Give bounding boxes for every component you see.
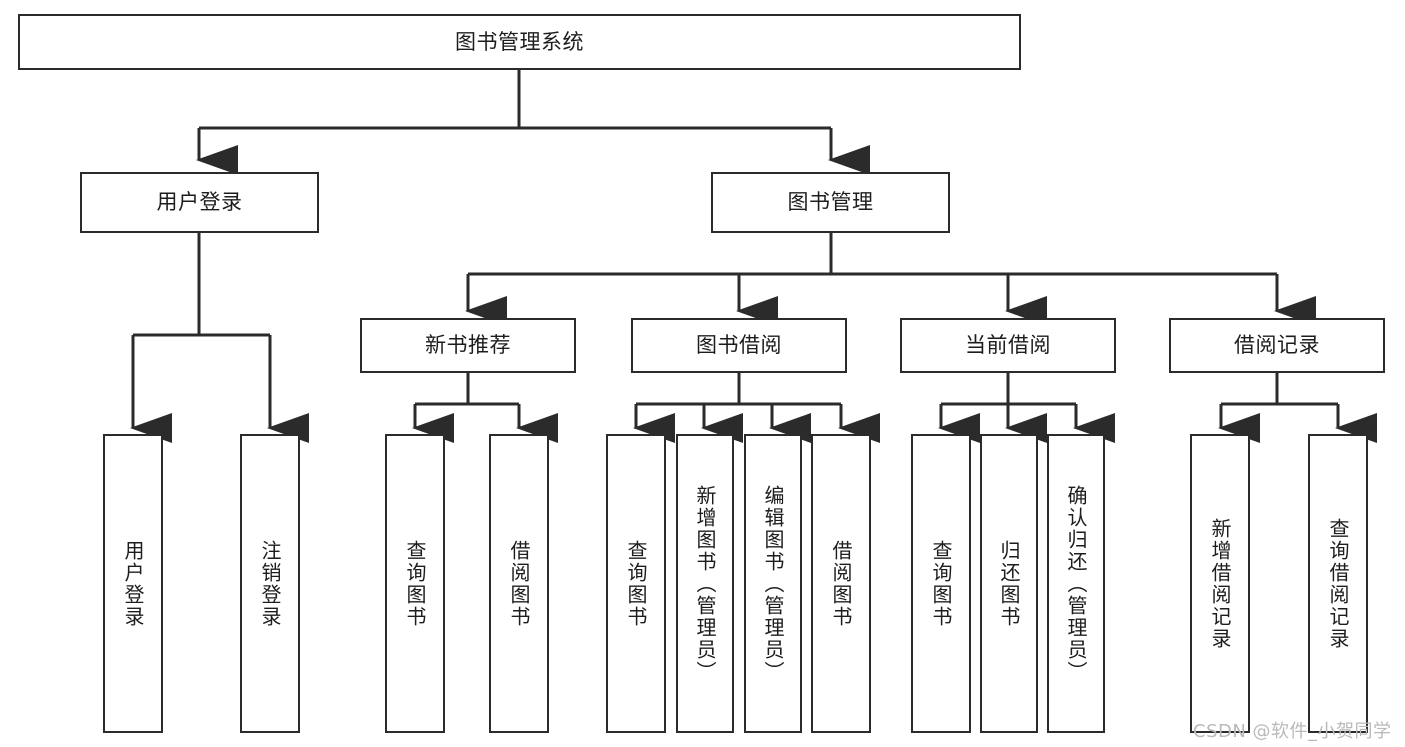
leaf-query-book-borrow[interactable]: 查询图书 bbox=[606, 434, 666, 733]
leaf-confirm-return-admin-label: 确认归还（管理员） bbox=[1064, 484, 1088, 683]
node-borrow-record[interactable]: 借阅记录 bbox=[1169, 318, 1385, 373]
leaf-logout[interactable]: 注销登录 bbox=[240, 434, 300, 733]
leaf-borrow-book-recommend-label: 借阅图书 bbox=[507, 539, 531, 628]
leaf-query-book-recommend[interactable]: 查询图书 bbox=[385, 434, 445, 733]
leaf-logout-label: 注销登录 bbox=[258, 539, 282, 628]
node-current-borrow[interactable]: 当前借阅 bbox=[900, 318, 1116, 373]
leaf-query-book-current[interactable]: 查询图书 bbox=[911, 434, 971, 733]
node-user-login[interactable]: 用户登录 bbox=[80, 172, 319, 233]
leaf-edit-book-admin[interactable]: 编辑图书（管理员） bbox=[744, 434, 802, 733]
leaf-borrow-book-label: 借阅图书 bbox=[829, 539, 853, 628]
leaf-user-login[interactable]: 用户登录 bbox=[103, 434, 163, 733]
node-book-borrow[interactable]: 图书借阅 bbox=[631, 318, 847, 373]
node-new-book-recommend[interactable]: 新书推荐 bbox=[360, 318, 576, 373]
leaf-query-book-recommend-label: 查询图书 bbox=[403, 539, 427, 628]
leaf-edit-book-admin-label: 编辑图书（管理员） bbox=[761, 484, 785, 683]
leaf-confirm-return-admin[interactable]: 确认归还（管理员） bbox=[1047, 434, 1105, 733]
csdn-watermark: CSDN @软件_小贺同学 bbox=[1193, 721, 1392, 742]
leaf-user-login-label: 用户登录 bbox=[121, 539, 145, 628]
node-root[interactable]: 图书管理系统 bbox=[18, 14, 1021, 70]
node-current-borrow-label: 当前借阅 bbox=[965, 333, 1051, 358]
leaf-add-borrow-record-label: 新增借阅记录 bbox=[1208, 517, 1232, 650]
leaf-return-book-label: 归还图书 bbox=[997, 539, 1021, 628]
node-new-book-recommend-label: 新书推荐 bbox=[425, 333, 511, 358]
leaf-query-borrow-record[interactable]: 查询借阅记录 bbox=[1308, 434, 1368, 733]
leaf-query-book-borrow-label: 查询图书 bbox=[624, 539, 648, 628]
node-book-management[interactable]: 图书管理 bbox=[711, 172, 950, 233]
leaf-add-book-admin[interactable]: 新增图书（管理员） bbox=[676, 434, 734, 733]
node-borrow-record-label: 借阅记录 bbox=[1234, 333, 1320, 358]
node-root-label: 图书管理系统 bbox=[455, 29, 584, 54]
leaf-borrow-book-recommend[interactable]: 借阅图书 bbox=[489, 434, 549, 733]
leaf-query-borrow-record-label: 查询借阅记录 bbox=[1326, 517, 1350, 650]
leaf-add-borrow-record[interactable]: 新增借阅记录 bbox=[1190, 434, 1250, 733]
leaf-add-book-admin-label: 新增图书（管理员） bbox=[693, 484, 717, 683]
leaf-borrow-book[interactable]: 借阅图书 bbox=[811, 434, 871, 733]
node-book-management-label: 图书管理 bbox=[787, 190, 874, 215]
leaf-return-book[interactable]: 归还图书 bbox=[980, 434, 1038, 733]
leaf-query-book-current-label: 查询图书 bbox=[929, 539, 953, 628]
node-user-login-label: 用户登录 bbox=[156, 190, 243, 215]
node-book-borrow-label: 图书借阅 bbox=[696, 333, 782, 358]
